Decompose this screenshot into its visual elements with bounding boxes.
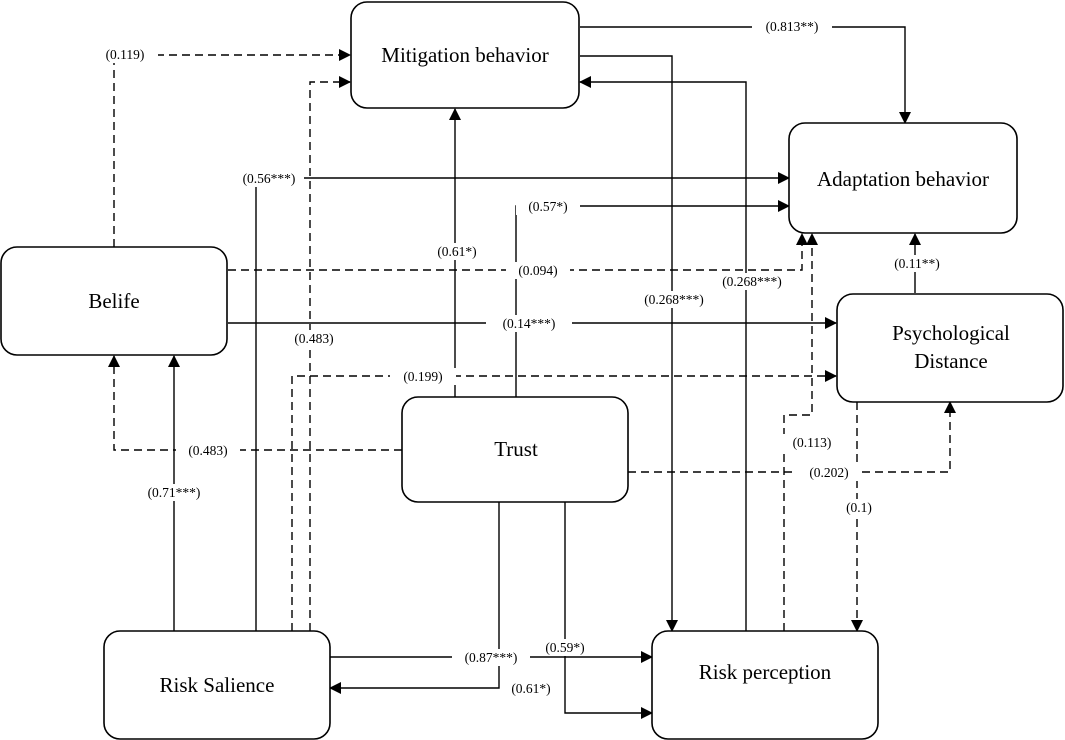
- node-psychological-distance: Psychological Distance: [836, 293, 1064, 403]
- label-belife-psych: (0.14***): [503, 316, 556, 331]
- edge-belife-adaptation: [228, 233, 808, 271]
- label-trust-adaptation: (0.57*): [528, 199, 567, 214]
- edge-salience-mitigation: [309, 76, 351, 631]
- label-trust-psych: (0.202): [809, 465, 848, 480]
- node-trust: Trust: [401, 396, 629, 503]
- edge-belife-mitigation: [113, 49, 351, 247]
- edge-trust-salience: [329, 502, 500, 694]
- label-trust-perception: (0.59*): [545, 640, 584, 655]
- node-psych-label-line1: Psychological: [892, 321, 1010, 345]
- node-mitigation-label: Mitigation behavior: [381, 43, 548, 67]
- label-mitigation-adaptation: (0.813**): [766, 19, 819, 34]
- node-salience-label: Risk Salience: [160, 673, 275, 697]
- node-risk-salience: Risk Salience: [103, 630, 331, 740]
- label-perception-adaptation-dashed: (0.113): [793, 435, 832, 450]
- node-belife: Belife: [0, 246, 228, 356]
- label-salience-adaptation: (0.56***): [243, 171, 296, 186]
- edge-labels: (0.119) (0.813**) (0.56***) (0.57*) (0.6…: [92, 18, 952, 697]
- label-salience-belife: (0.71***): [148, 485, 201, 500]
- label-salience-psych: (0.199): [403, 369, 442, 384]
- label-salience-perception: (0.87***): [465, 650, 518, 665]
- label-perception-adaptation: (0.268***): [722, 274, 782, 289]
- node-trust-label: Trust: [494, 437, 538, 461]
- label-perception-mitigation: (0.268***): [644, 292, 704, 307]
- node-belife-label: Belife: [88, 289, 139, 313]
- edge-perception-adaptation-dashed: [783, 233, 818, 631]
- label-trust-salience: (0.61*): [511, 681, 550, 696]
- label-belife-adaptation: (0.094): [518, 263, 557, 278]
- label-salience-mitigation: (0.483): [294, 331, 333, 346]
- node-adaptation-label: Adaptation behavior: [817, 167, 989, 191]
- node-risk-perception: Risk perception: [651, 630, 879, 740]
- node-psych-label-line2: Distance: [914, 349, 987, 373]
- node-mitigation-behavior: Mitigation behavior: [350, 1, 580, 109]
- label-belife-mitigation: (0.119): [106, 47, 145, 62]
- edge-mitigation-adaptation: [580, 26, 911, 124]
- edge-trust-perception: [564, 502, 653, 719]
- edge-mitigation-perception: [580, 55, 678, 632]
- label-trust-belife: (0.483): [188, 443, 227, 458]
- label-psych-adaptation: (0.11**): [894, 256, 940, 271]
- node-adaptation-behavior: Adaptation behavior: [788, 122, 1018, 234]
- edge-salience-psych: [291, 370, 837, 631]
- label-psych-perception: (0.1): [846, 500, 872, 515]
- edge-perception-mitigation: [579, 76, 747, 631]
- label-trust-mitigation: (0.61*): [437, 244, 476, 259]
- node-perception-label: Risk perception: [699, 660, 832, 684]
- edge-trust-psych: [628, 401, 956, 473]
- edge-trust-belife: [108, 355, 402, 451]
